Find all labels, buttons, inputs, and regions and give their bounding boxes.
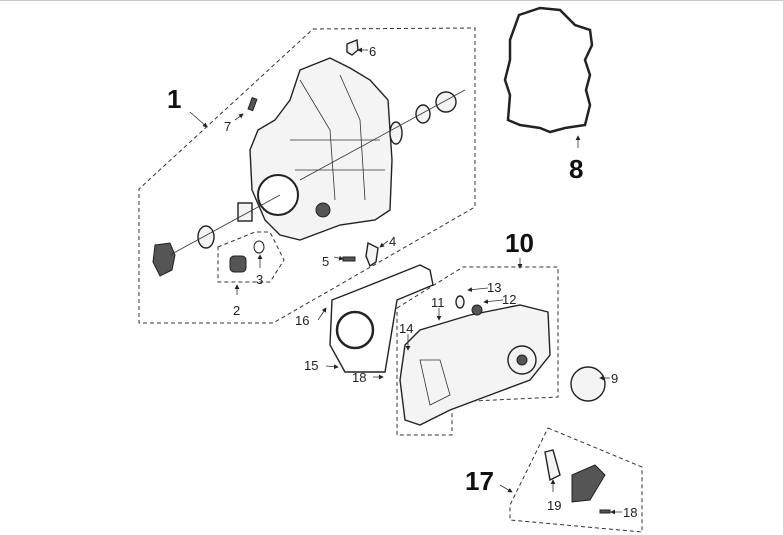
callout-14: 14 (399, 321, 413, 336)
callout-13: 13 (487, 280, 501, 295)
callout-5: 5 (322, 254, 329, 269)
callout-2: 2 (233, 303, 240, 318)
top-border (0, 0, 783, 1)
group-box-17 (509, 427, 643, 533)
seal-parts (299, 89, 466, 181)
transmission-cover-part-10 (399, 295, 551, 426)
cover-parts-17 (544, 449, 611, 514)
callout-1: 1 (167, 84, 181, 114)
callout-3: 3 (256, 272, 263, 287)
group-box-10 (396, 266, 559, 436)
gasket-part-8 (503, 6, 594, 134)
group-box-1 (138, 27, 476, 324)
callout-18-b: 18 (623, 505, 637, 520)
leader-lines (189, 47, 622, 515)
callout-15: 15 (304, 358, 318, 373)
cap-part-9 (570, 366, 606, 402)
callout-4: 4 (389, 234, 396, 249)
small-parts-4-5-6-7 (247, 39, 379, 268)
callout-7: 7 (224, 119, 231, 134)
gasket-plate-part-15 (329, 264, 434, 373)
callout-18: 18 (352, 370, 366, 385)
callout-11: 11 (431, 295, 445, 310)
callout-12: 12 (502, 292, 516, 307)
callout-17: 17 (465, 466, 494, 496)
water-pump-parts (152, 194, 281, 277)
group-box-2 (217, 231, 285, 283)
crankcase-part-1 (249, 57, 393, 241)
callout-19: 19 (547, 498, 561, 513)
callout-8: 8 (569, 154, 583, 184)
callout-6: 6 (369, 44, 376, 59)
callout-10: 10 (505, 228, 534, 258)
callout-9: 9 (611, 371, 618, 386)
callout-16: 16 (295, 313, 309, 328)
